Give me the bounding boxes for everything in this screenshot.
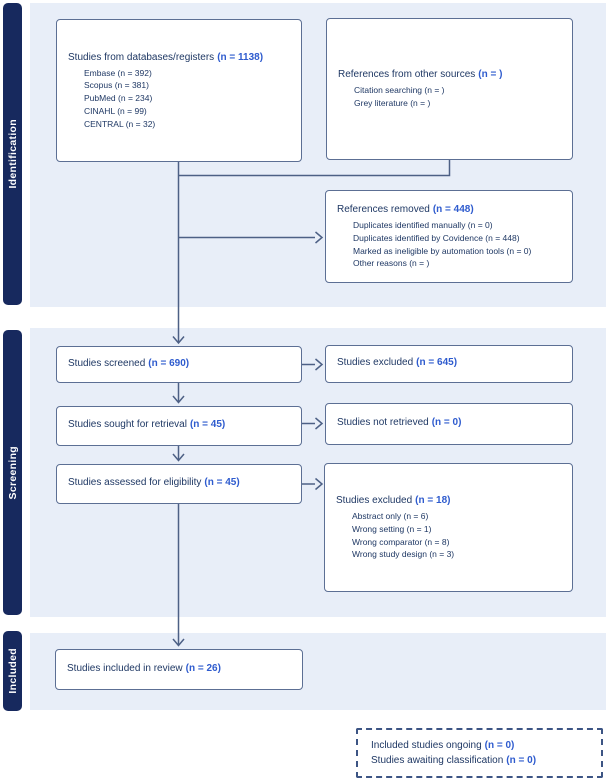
box-title-count: (n = 1138) (217, 51, 264, 63)
box-title: Studies excluded(n = 645) (337, 356, 567, 370)
exclusion-reason-item: Wrong study design (n = 3) (352, 549, 455, 560)
box-title-label: References removed (337, 203, 430, 215)
box-title-count: (n = 26) (185, 662, 221, 674)
database-item: CENTRAL (n = 32) (84, 118, 156, 129)
box-title: Studies not retrieved(n = 0) (337, 416, 567, 430)
box-title: Studies included in review(n = 26) (67, 662, 297, 676)
box-title-label: References from other sources (338, 69, 476, 81)
stage-label-included: Included (6, 648, 19, 694)
stage-bar-identification: Identification (3, 3, 22, 305)
box-title-label: Studies from databases/registers (68, 51, 215, 63)
box-studies-screened: Studies screened(n = 690) (56, 346, 302, 383)
awaiting-line: Studies awaiting classification(n = 0) (371, 753, 601, 769)
box-title: Studies from databases/registers(n = 113… (68, 51, 296, 65)
box-title: Studies assessed for eligibility(n = 45) (68, 476, 296, 490)
box-title: Studies screened(n = 690) (68, 357, 296, 371)
stage-label-identification: Identification (6, 119, 19, 189)
box-title-count: (n = 690) (148, 357, 190, 369)
exclusion-reason-item: Abstract only (n = 6) (352, 510, 429, 521)
box-title-count: (n = 45) (189, 419, 226, 430)
source-item: Citation searching (n = ) (354, 85, 445, 96)
box-title-count: (n = 448) (432, 203, 474, 215)
box-title-label: Studies not retrieved (337, 417, 429, 428)
box-title-count: (n = 45) (204, 477, 240, 488)
database-item: CINAHL (n = 99) (84, 105, 147, 116)
box-studies-excluded-eligibility: Studies excluded(n = 18) Abstract only (… (324, 463, 573, 592)
box-title-count: (n = 0) (431, 417, 462, 428)
box-studies-sought-retrieval: Studies sought for retrieval(n = 45) (56, 406, 302, 446)
stage-label-screening: Screening (6, 445, 19, 500)
box-title-label: Studies excluded (336, 494, 413, 506)
box-studies-not-retrieved: Studies not retrieved(n = 0) (325, 403, 573, 445)
box-title-count: (n = 645) (416, 357, 458, 368)
stage-bar-screening: Screening (3, 330, 22, 615)
box-title: Studies excluded(n = 18) (336, 494, 567, 508)
box-title: References removed(n = 448) (337, 203, 567, 217)
box-title-count: (n = ) (478, 69, 503, 81)
box-ongoing-awaiting-classification: Included studies ongoing(n = 0) Studies … (356, 728, 603, 778)
box-title-label: Studies included in review (67, 662, 183, 674)
database-item: Embase (n = 392) (84, 67, 152, 78)
awaiting-count: (n = 0) (506, 755, 537, 766)
box-title: References from other sources(n = ) (338, 68, 567, 82)
box-title-count: (n = 18) (415, 494, 451, 506)
ongoing-label: Included studies ongoing (371, 739, 482, 751)
database-item: Scopus (n = 381) (84, 80, 149, 91)
source-item: Grey literature (n = ) (354, 98, 431, 108)
awaiting-label: Studies awaiting classification (371, 755, 504, 766)
box-title-label: Studies excluded (337, 357, 414, 368)
box-title-label: Studies assessed for eligibility (68, 477, 202, 488)
removed-item: Duplicates identified by Covidence (n = … (353, 232, 520, 243)
box-studies-assessed-eligibility: Studies assessed for eligibility(n = 45) (56, 464, 302, 504)
removed-item: Marked as ineligible by automation tools… (353, 245, 532, 256)
stage-bar-included: Included (3, 631, 22, 711)
box-references-other-sources: References from other sources(n = ) Cita… (326, 18, 573, 160)
ongoing-count: (n = 0) (484, 739, 515, 751)
removed-item: Other reasons (n = ) (353, 258, 430, 269)
database-item: PubMed (n = 234) (84, 93, 153, 104)
box-studies-included-review: Studies included in review(n = 26) (55, 649, 303, 690)
box-title-label: Studies screened (68, 357, 146, 369)
box-title-label: Studies sought for retrieval (68, 419, 187, 430)
ongoing-line: Included studies ongoing(n = 0) (371, 738, 601, 754)
box-studies-excluded-screening: Studies excluded(n = 645) (325, 345, 573, 383)
exclusion-reason-item: Wrong setting (n = 1) (352, 523, 432, 534)
box-references-removed: References removed(n = 448) Duplicates i… (325, 190, 573, 283)
removed-item: Duplicates identified manually (n = 0) (353, 219, 493, 230)
box-studies-from-databases: Studies from databases/registers(n = 113… (56, 19, 302, 162)
exclusion-reason-item: Wrong comparator (n = 8) (352, 536, 450, 547)
box-title: Studies sought for retrieval(n = 45) (68, 418, 296, 432)
